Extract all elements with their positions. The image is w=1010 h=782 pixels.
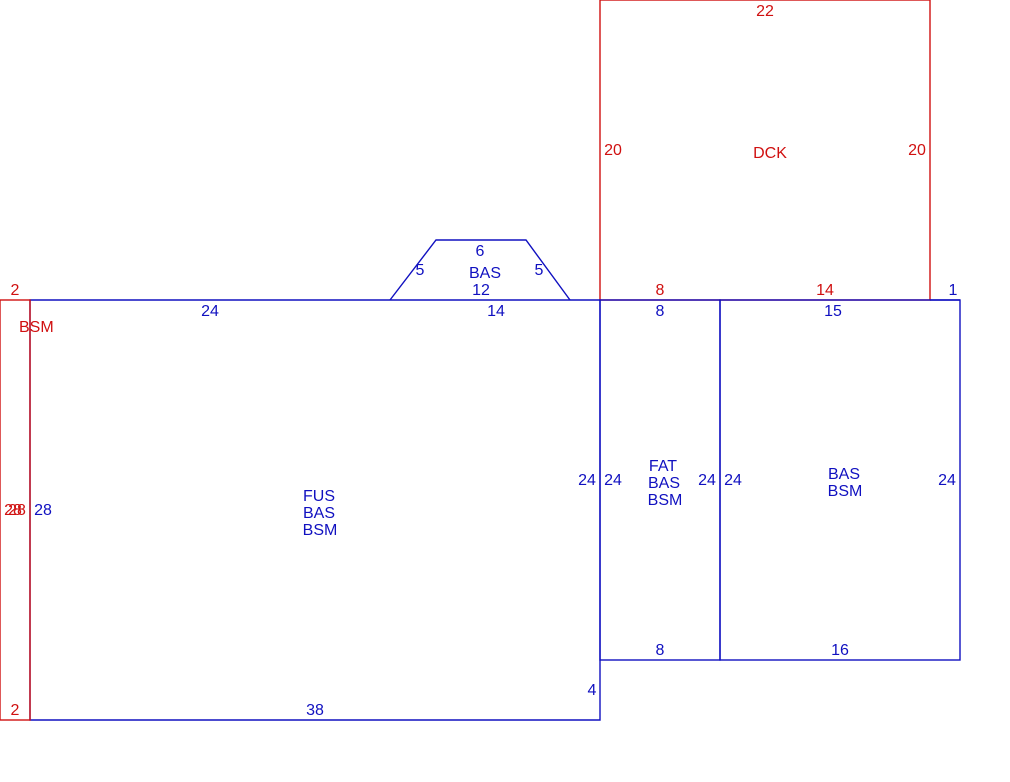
dim-strip-left: 28 (4, 502, 22, 519)
dim-fus-left: 28 (34, 502, 52, 519)
bas-bump-label: BAS (469, 265, 501, 282)
dim-fat-bottom: 8 (656, 642, 665, 659)
dim-fus-bottom: 38 (306, 702, 324, 719)
dim-right-corner: 1 (949, 282, 958, 299)
dim-bas-right: 5 (535, 262, 544, 279)
dim-fat-top: 8 (656, 303, 665, 320)
dim-fus-right: 24 (578, 472, 596, 489)
dim-dck-bottom-a: 8 (656, 282, 665, 299)
bas-right-label-1: BAS (828, 466, 860, 483)
dim-right-left: 24 (724, 472, 742, 489)
dim-strip-top: 2 (11, 282, 20, 299)
fus-label-3: BSM (303, 522, 338, 539)
dim-bas-bottom: 12 (472, 282, 490, 299)
dim-dck-top: 22 (756, 3, 774, 20)
fat-label-2: BAS (648, 475, 680, 492)
fus-label-1: FUS (303, 488, 335, 505)
dim-right-top: 15 (824, 303, 842, 320)
fat-label-3: BSM (648, 492, 683, 509)
dim-fat-right: 24 (698, 472, 716, 489)
fat-label-1: FAT (649, 458, 677, 475)
dim-fus-top-b: 14 (487, 303, 505, 320)
dim-strip-left-overlap: 28 (8, 502, 26, 519)
dim-fus-top-a: 24 (201, 303, 219, 320)
bsm-strip-label: BSM (19, 319, 54, 336)
bsm-strip-outline (0, 299, 31, 721)
dim-strip-bottom: 2 (11, 702, 20, 719)
dim-dck-left: 20 (604, 142, 622, 159)
dim-bas-top: 6 (476, 243, 485, 260)
dim-dck-bottom-b: 14 (816, 282, 834, 299)
bas-bump-outline (389, 239, 571, 301)
dim-fus-jog: 4 (588, 682, 597, 699)
bas-right-label-2: BSM (828, 483, 863, 500)
dim-fat-left: 24 (604, 472, 622, 489)
bas-right-outline (719, 299, 961, 661)
fus-label-2: BAS (303, 505, 335, 522)
dck-label: DCK (753, 145, 787, 162)
dim-dck-right: 20 (908, 142, 926, 159)
dim-right-right: 24 (938, 472, 956, 489)
dim-bas-left: 5 (416, 262, 425, 279)
dim-right-bottom: 16 (831, 642, 849, 659)
